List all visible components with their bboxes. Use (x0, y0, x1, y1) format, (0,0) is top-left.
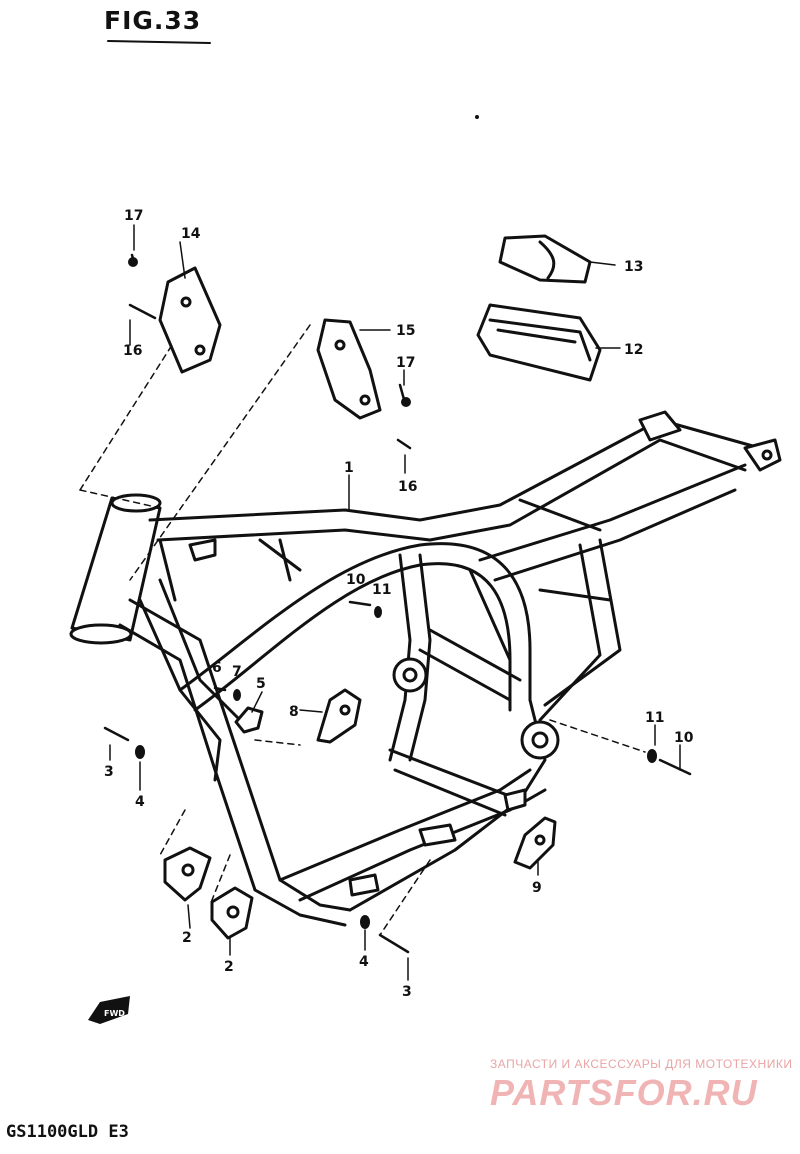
callout-labels: 17 14 16 15 17 16 13 12 1 10 11 6 7 5 8 … (104, 208, 694, 1000)
callout-10: 10 (346, 572, 366, 588)
callout-11: 11 (372, 582, 391, 598)
callout-10: 10 (674, 730, 694, 746)
callout-7: 7 (232, 664, 242, 680)
callout-17: 17 (124, 208, 143, 224)
tool-bag (498, 234, 592, 284)
callout-4: 4 (359, 954, 369, 970)
callout-16: 16 (398, 479, 417, 495)
callout-11: 11 (645, 710, 664, 726)
watermark-tagline: ЗАПЧАСТИ И АКСЕССУАРЫ ДЛЯ МОТОТЕХНИКИ (490, 1057, 793, 1071)
title-underline (107, 40, 211, 44)
plate-2b (210, 886, 254, 940)
watermark-logo: PARTSFOR.RU (490, 1072, 758, 1113)
model-code: GS1100GLD E3 (6, 1122, 129, 1142)
callout-9: 9 (532, 880, 542, 896)
bracket-5 (234, 706, 264, 734)
callout-2: 2 (224, 959, 234, 975)
bracket-14 (158, 266, 222, 374)
callout-8: 8 (289, 704, 299, 720)
callout-17: 17 (396, 355, 415, 371)
callout-6: 6 (212, 660, 222, 676)
callout-2: 2 (182, 930, 192, 946)
callout-5: 5 (256, 676, 266, 692)
tool-tray (476, 303, 602, 382)
callout-15: 15 (396, 323, 415, 339)
figure-title: FIG.33 (104, 6, 202, 35)
reference-lines (79, 324, 646, 936)
leader-lines (109, 224, 681, 981)
callout-14: 14 (181, 226, 201, 242)
stray-mark (475, 115, 479, 119)
callout-3: 3 (104, 764, 114, 780)
callout-4: 4 (135, 794, 145, 810)
callout-3: 3 (402, 984, 412, 1000)
plate-9 (513, 816, 557, 870)
svg-text:FWD: FWD (104, 1009, 125, 1018)
engine-mount-8 (316, 688, 362, 744)
steering-head (69, 493, 162, 645)
washers (128, 257, 657, 929)
forward-arrow-icon: FWD (88, 996, 130, 1024)
cover-15 (316, 318, 382, 420)
main-frame (118, 410, 782, 927)
callout-13: 13 (624, 259, 643, 275)
callout-12: 12 (624, 342, 643, 358)
callout-16: 16 (123, 343, 142, 359)
callout-1: 1 (344, 460, 354, 476)
